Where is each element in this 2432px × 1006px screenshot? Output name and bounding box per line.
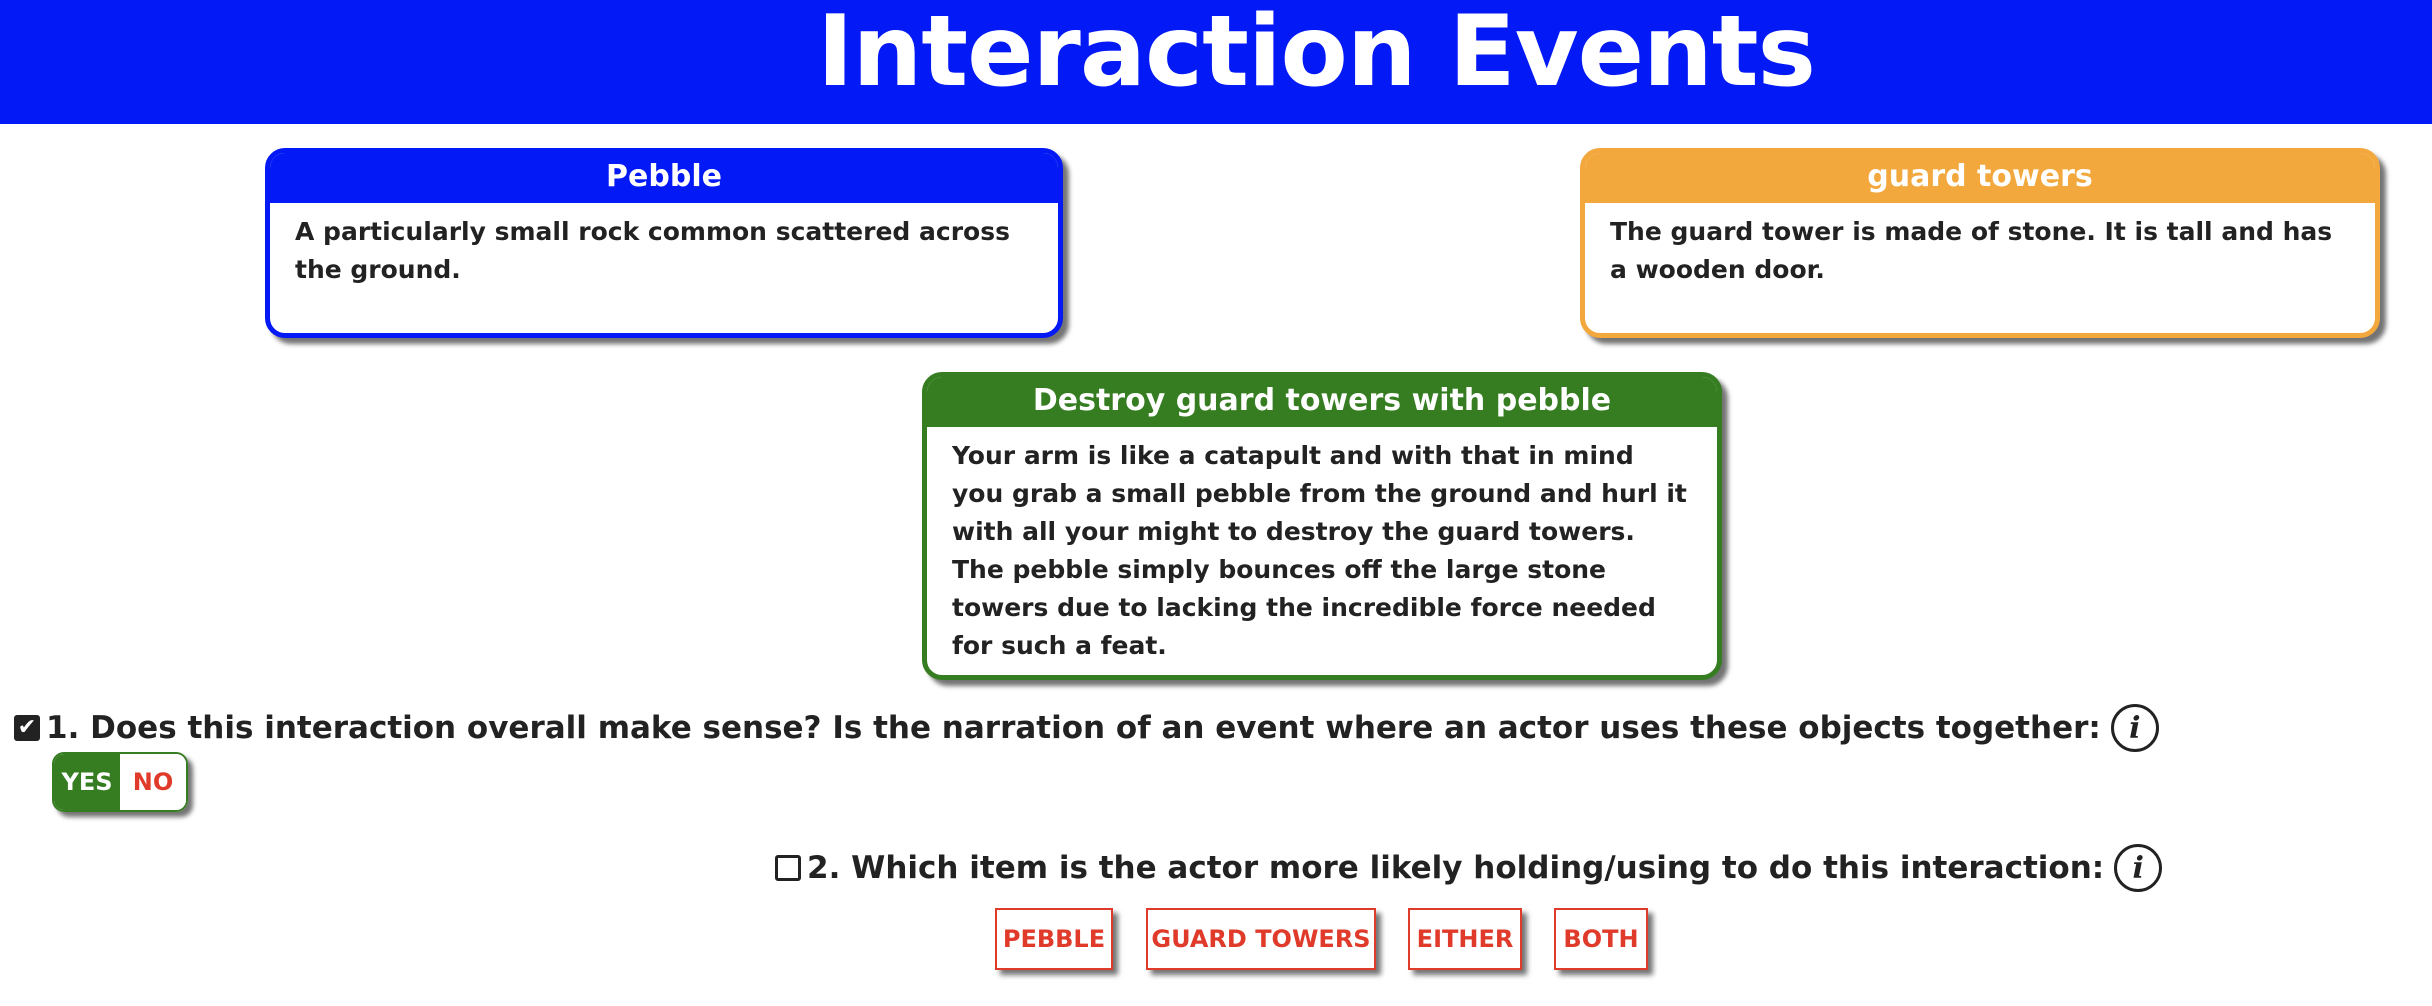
no-button[interactable]: NO	[120, 754, 186, 810]
checkbox-checked-icon[interactable]: ✔	[14, 715, 40, 741]
question-2-text: 2. Which item is the actor more likely h…	[807, 850, 2105, 886]
card-title-pebble: Pebble	[270, 153, 1058, 203]
checkbox-unchecked-icon[interactable]	[775, 855, 801, 881]
choice-guard-towers-button[interactable]: GUARD TOWERS	[1146, 908, 1376, 970]
yes-no-toggle[interactable]: YES NO	[52, 752, 188, 812]
object-card-pebble: Pebble A particularly small rock common …	[265, 148, 1063, 338]
event-title: Destroy guard towers with pebble	[927, 377, 1717, 427]
card-title-guard-towers: guard towers	[1585, 153, 2375, 203]
choice-either-button[interactable]: EITHER	[1408, 908, 1522, 970]
question-2: 2. Which item is the actor more likely h…	[775, 843, 2163, 893]
yes-button[interactable]: YES	[54, 754, 120, 810]
interaction-event-card: Destroy guard towers with pebble Your ar…	[922, 372, 1722, 680]
event-narration: Your arm is like a catapult and with tha…	[952, 441, 1687, 660]
question-1-text: 1. Does this interaction overall make se…	[46, 710, 2101, 746]
info-icon[interactable]: i	[2114, 844, 2163, 892]
info-icon[interactable]: i	[2110, 704, 2159, 752]
object-card-guard-towers: guard towers The guard tower is made of …	[1580, 148, 2380, 338]
choice-pebble-button[interactable]: PEBBLE	[995, 908, 1113, 970]
page-header: Interaction Events	[0, 0, 2432, 124]
card-description-guard-towers: The guard tower is made of stone. It is …	[1610, 217, 2333, 284]
page-title: Interaction Events	[817, 0, 1816, 109]
item-choice-group: PEBBLE GUARD TOWERS EITHER BOTH	[0, 908, 2432, 970]
question-1: ✔ 1. Does this interaction overall make …	[14, 703, 2159, 753]
card-description-pebble: A particularly small rock common scatter…	[295, 217, 1010, 284]
choice-both-button[interactable]: BOTH	[1554, 908, 1648, 970]
